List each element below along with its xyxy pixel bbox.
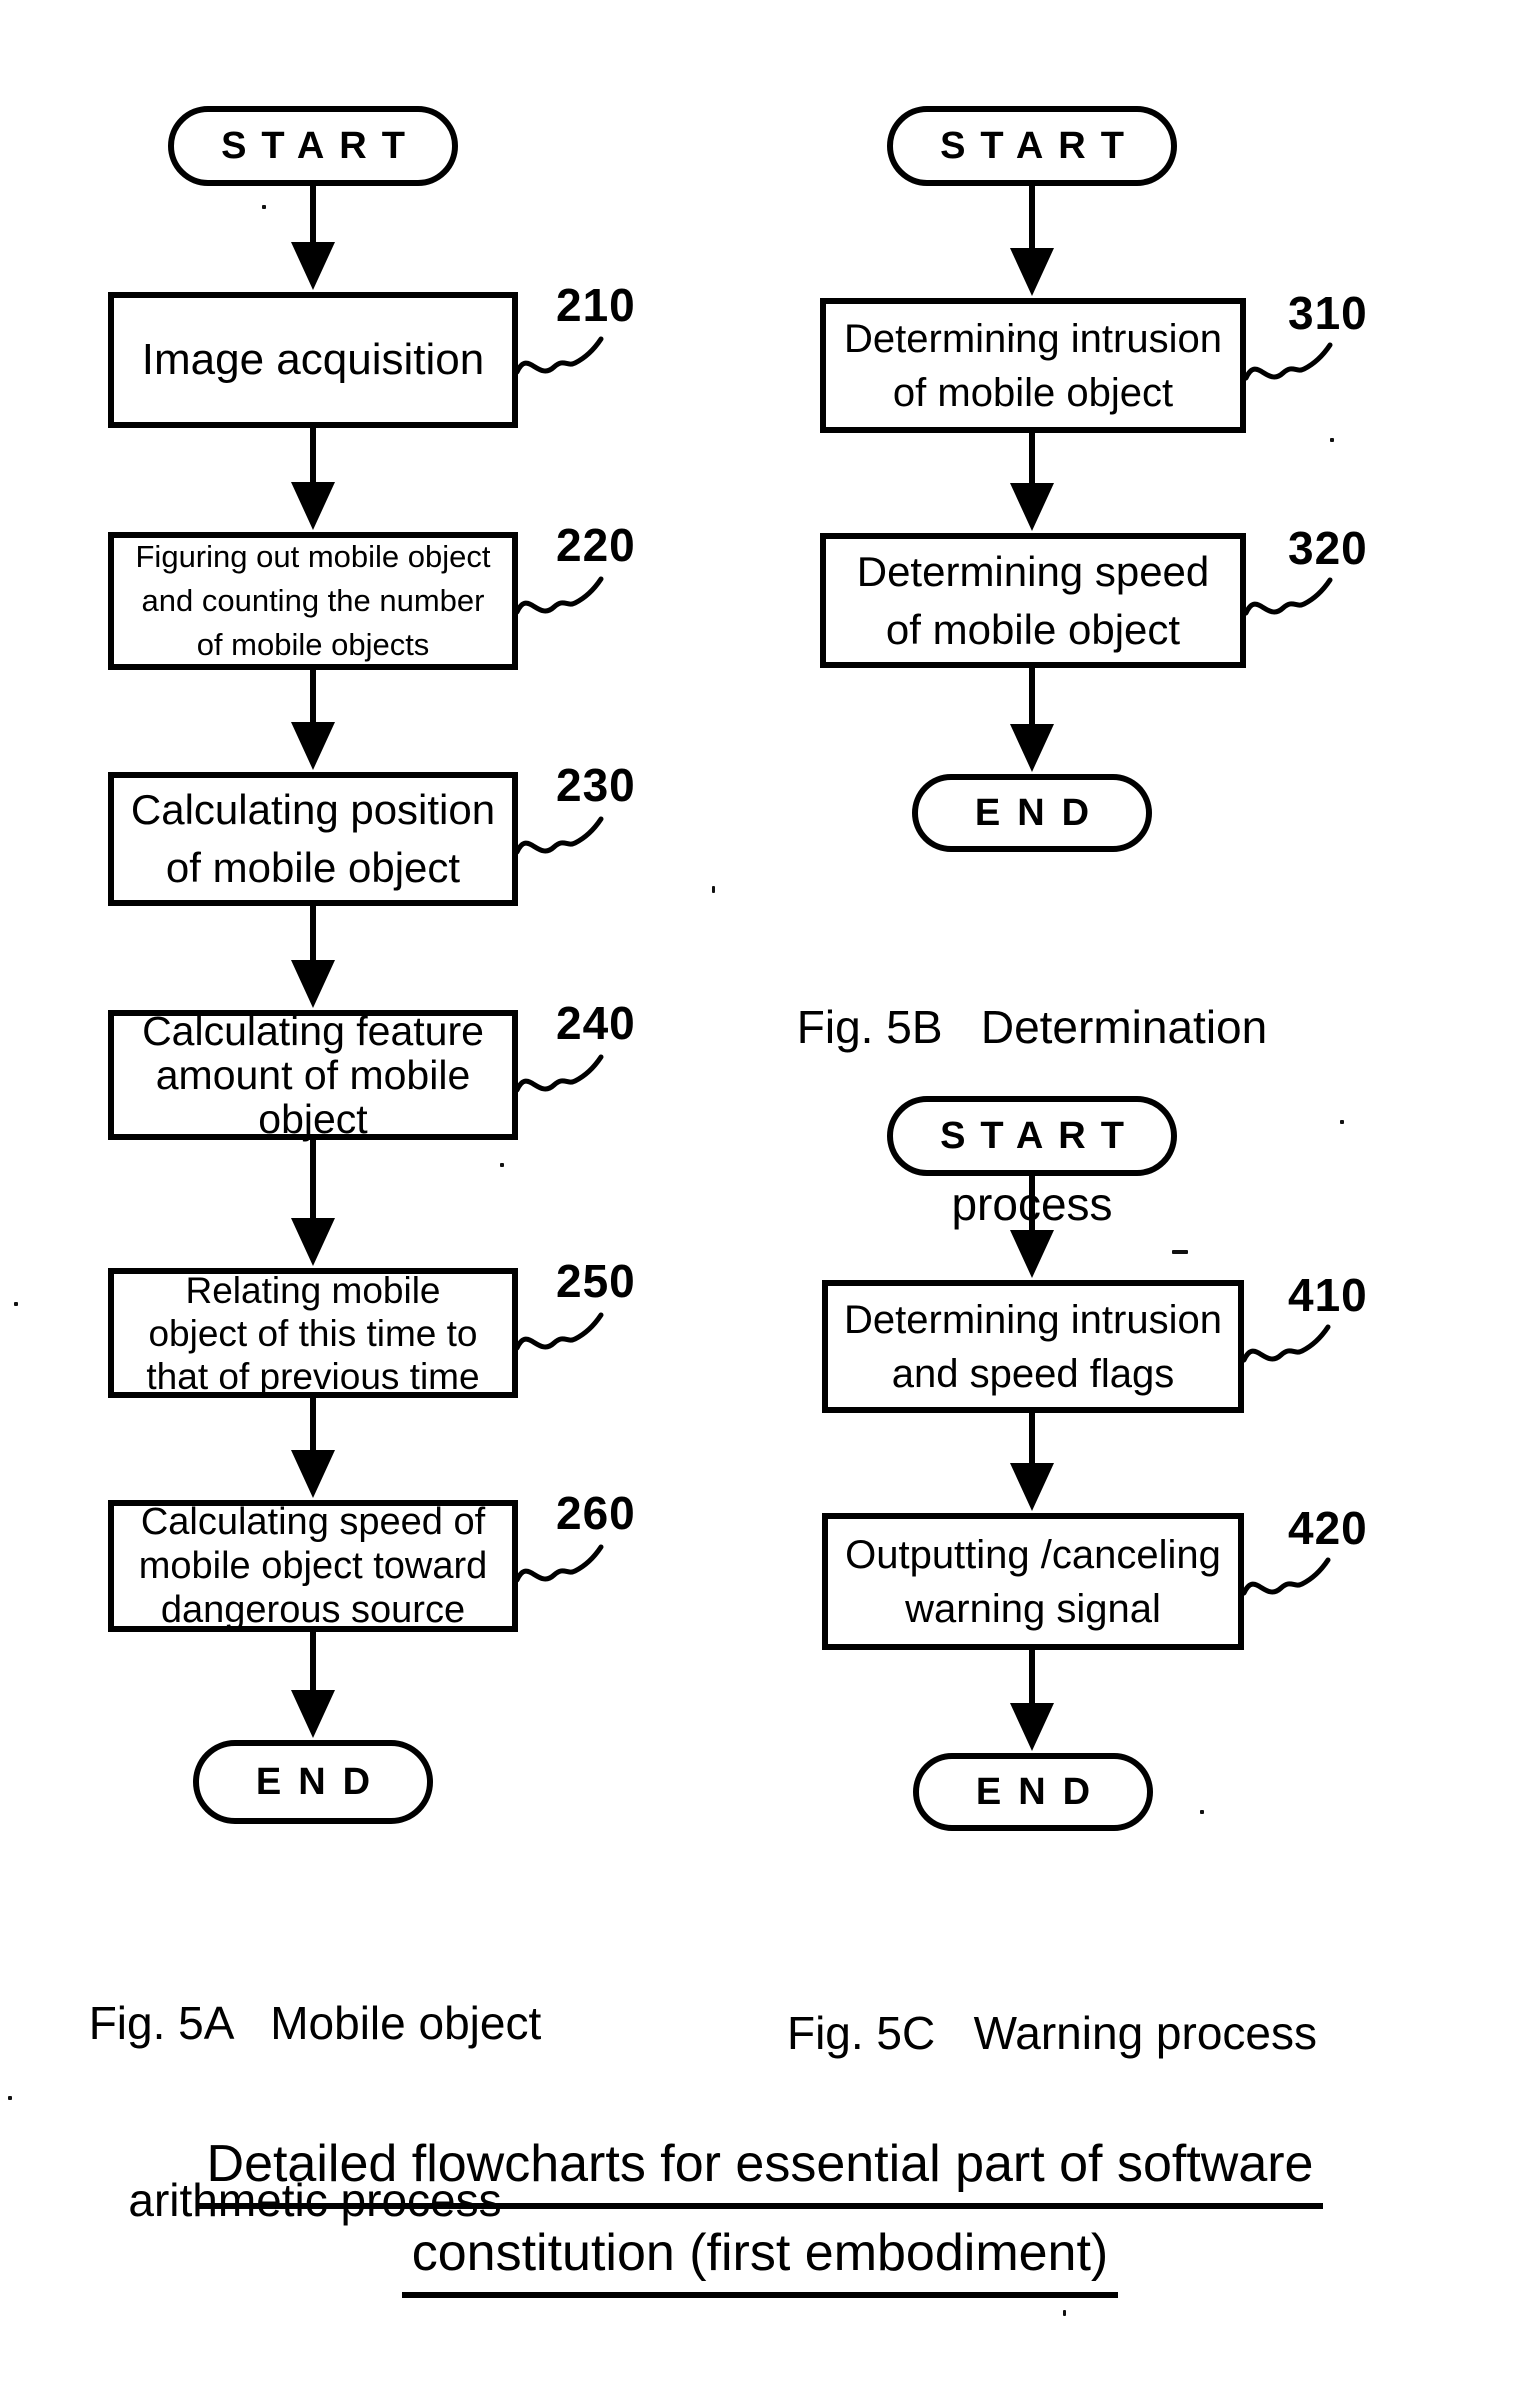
process-box-420: Outputting /canceling warning signal <box>822 1513 1244 1650</box>
scan-speck <box>1340 1120 1344 1124</box>
squiggle-connector-410 <box>1241 1324 1331 1363</box>
squiggle-connector-260 <box>514 1544 604 1583</box>
process-text: of mobile object <box>892 370 1174 415</box>
process-text: Relating mobile <box>185 1269 441 1311</box>
process-box-410: Determining intrusion and speed flags <box>822 1280 1244 1413</box>
scan-speck <box>1200 1810 1204 1814</box>
flow-arrow <box>291 1398 335 1498</box>
process-box-260: Calculating speed of mobile object towar… <box>108 1500 518 1632</box>
process-box-320: Determining speed of mobile object <box>820 533 1246 668</box>
flow-arrow <box>1010 186 1054 296</box>
process-text: of mobile object <box>885 605 1181 653</box>
page-title-line-1: Detailed flowcharts for essential part o… <box>0 2134 1520 2209</box>
process-text: Calculating feature <box>142 1008 484 1054</box>
squiggle-connector-210 <box>514 336 604 375</box>
end-label: END <box>975 1770 1108 1813</box>
process-text: and speed flags <box>891 1351 1175 1396</box>
squiggle-connector-310 <box>1243 342 1333 381</box>
flow-arrow <box>291 186 335 290</box>
flow-arrow <box>1010 1176 1054 1278</box>
process-text: Image acquisition <box>141 335 485 384</box>
flow-arrow <box>291 906 335 1008</box>
flow-arrow <box>291 428 335 530</box>
process-box-240: Calculating feature amount of mobile obj… <box>108 1008 518 1142</box>
process-text: Outputting /canceling <box>845 1532 1221 1577</box>
flow-arrow <box>1010 668 1054 772</box>
scan-speck <box>1172 1250 1188 1254</box>
process-box-220: Figuring out mobile object and counting … <box>108 532 518 670</box>
caption-line: Fig. 5A Mobile object <box>88 1997 542 2049</box>
ref-label-410: 410 <box>1288 1269 1368 1321</box>
ref-label-260: 260 <box>556 1487 636 1539</box>
scan-speck <box>1330 438 1334 442</box>
ref-label-320: 320 <box>1288 522 1368 574</box>
ref-label-210: 210 <box>556 279 636 331</box>
end-terminal-fig5b: END <box>912 774 1152 852</box>
scan-speck <box>500 1163 504 1167</box>
squiggle-connector-420 <box>1241 1557 1331 1596</box>
process-text: Calculating speed of <box>140 1501 486 1543</box>
ref-label-420: 420 <box>1288 1502 1368 1554</box>
scan-speck <box>1063 2310 1066 2316</box>
scan-speck <box>262 205 266 209</box>
process-box-210: Image acquisition <box>108 292 518 428</box>
end-terminal-fig5c: END <box>913 1753 1153 1831</box>
ref-label-220: 220 <box>556 519 636 571</box>
end-label: END <box>255 1760 388 1803</box>
end-label: END <box>974 791 1107 834</box>
figure-caption-5c: Fig. 5C Warning process <box>742 1886 1362 2122</box>
end-terminal-fig5a: END <box>193 1740 433 1824</box>
process-text: Determining speed <box>856 547 1210 595</box>
start-label: START <box>221 124 420 167</box>
ref-label-240: 240 <box>556 997 636 1049</box>
flow-arrow <box>291 1632 335 1738</box>
flow-arrow <box>1010 1413 1054 1511</box>
scan-speck <box>712 886 715 893</box>
caption-line: arithmetic process <box>128 2174 502 2226</box>
ref-label-230: 230 <box>556 759 636 811</box>
page-title: Detailed flowcharts for essential part o… <box>0 2134 1520 2312</box>
process-text: amount of mobile <box>155 1052 471 1098</box>
process-text: of mobile object <box>165 844 461 891</box>
process-box-230: Calculating position of mobile object <box>108 772 518 906</box>
page-title-line-2: constitution (first embodiment) <box>0 2223 1520 2298</box>
squiggle-connector-240 <box>514 1054 604 1093</box>
ref-label-250: 250 <box>556 1255 636 1307</box>
start-terminal-fig5c: START <box>887 1096 1177 1176</box>
process-box-250: Relating mobile object of this time to t… <box>108 1268 518 1398</box>
process-text: dangerous source <box>160 1589 466 1631</box>
process-text: object <box>258 1096 368 1142</box>
flow-arrow <box>291 1140 335 1266</box>
process-box-310: Determining intrusion of mobile object <box>820 298 1246 433</box>
caption-line: Fig. 5B Determination <box>796 1001 1268 1053</box>
process-text: mobile object toward <box>138 1545 488 1587</box>
scan-speck <box>14 1302 18 1306</box>
flow-arrow <box>291 670 335 770</box>
flow-arrow <box>1010 1650 1054 1751</box>
figure-caption-5a: Fig. 5A Mobile object arithmetic process <box>5 1876 625 2289</box>
process-text: Determining intrusion <box>844 1297 1222 1342</box>
squiggle-connector-320 <box>1243 577 1333 616</box>
scan-speck <box>8 2096 12 2100</box>
scan-speck <box>1010 332 1014 336</box>
start-label: START <box>940 1114 1139 1157</box>
caption-line: Fig. 5C Warning process <box>786 2007 1318 2059</box>
process-text: of mobile objects <box>196 627 430 662</box>
process-text: and counting the number <box>141 583 485 618</box>
start-terminal-fig5b: START <box>887 106 1177 186</box>
process-text: warning signal <box>905 1586 1161 1631</box>
squiggle-connector-230 <box>514 816 604 855</box>
process-text: that of previous time <box>146 1355 480 1397</box>
start-terminal-fig5a: START <box>168 106 458 186</box>
process-text: Determining intrusion <box>844 316 1222 361</box>
squiggle-connector-220 <box>514 576 604 615</box>
process-text: object of this time to <box>148 1312 478 1354</box>
process-text: Calculating position <box>130 786 496 833</box>
squiggle-connector-250 <box>514 1312 604 1351</box>
start-label: START <box>940 124 1139 167</box>
process-text: Figuring out mobile object <box>135 539 491 574</box>
ref-label-310: 310 <box>1288 287 1368 339</box>
flow-arrow <box>1010 433 1054 531</box>
